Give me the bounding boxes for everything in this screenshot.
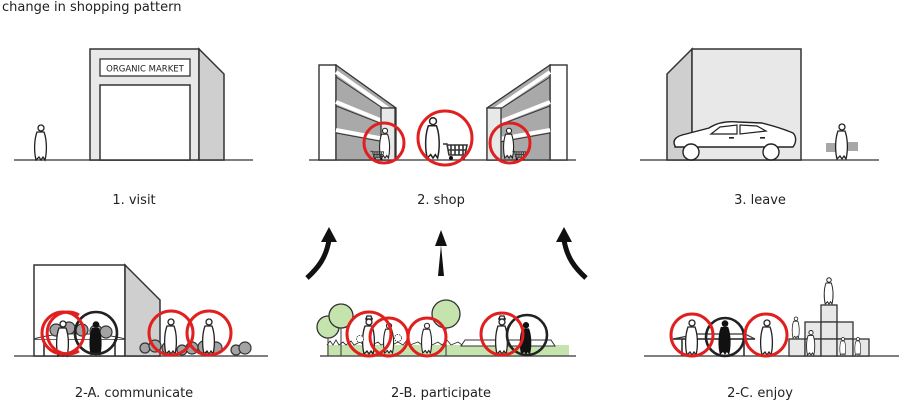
- vendor-circle: [73, 310, 119, 356]
- building-side: [198, 47, 225, 161]
- person-figure: [759, 319, 774, 356]
- highlight-circle: [743, 312, 789, 358]
- person-figure: [684, 319, 699, 356]
- highlight-circle: [147, 309, 195, 357]
- car-icon: [673, 120, 797, 161]
- arrows: [305, 227, 588, 280]
- arrow-curve-left-icon: [556, 227, 588, 280]
- caption-participate: 2-B. participate: [390, 386, 492, 401]
- neutral-circle: [505, 313, 549, 357]
- highlight-circle: [406, 316, 448, 358]
- market-sign: [99, 58, 191, 77]
- panel-participate: [316, 299, 576, 358]
- market-entrance: [99, 84, 191, 161]
- shopping-bag-icon: [826, 143, 836, 152]
- highlight-circle: [362, 121, 406, 165]
- panel-leave: [640, 47, 879, 161]
- diagram-title: change in shopping pattern: [2, 0, 182, 15]
- panel-visit: ORGANIC MARKET: [14, 47, 253, 161]
- building-side: [124, 263, 161, 357]
- person-figure: [163, 318, 178, 355]
- panel-shop: [309, 63, 576, 167]
- panel-communicate: [14, 263, 268, 357]
- vendor-figure: [718, 320, 731, 355]
- shopper-figure: [424, 117, 440, 159]
- caption-leave: 3. leave: [734, 193, 786, 208]
- highlight-circle: [669, 312, 715, 358]
- arrow-up-icon: [435, 230, 447, 276]
- shelf-end-right: [549, 64, 568, 161]
- shopper-figure: [834, 123, 849, 160]
- caption-visit: 1. visit: [112, 193, 156, 208]
- panel-enjoy: [644, 277, 899, 358]
- caption-shop: 2. shop: [417, 193, 465, 208]
- caption-enjoy: 2-C. enjoy: [727, 386, 793, 401]
- highlight-circle: [40, 310, 86, 356]
- gardener-figure: [494, 318, 509, 355]
- highlight-circle: [416, 109, 474, 167]
- arrow-curve-right-icon: [305, 227, 337, 280]
- caption-communicate: 2-A. communicate: [74, 386, 194, 401]
- tree-icon: [431, 299, 461, 329]
- shopper-figure: [33, 124, 48, 161]
- highlight-circle: [185, 309, 233, 357]
- highlight-circle: [479, 311, 525, 357]
- child-figure: [791, 316, 800, 339]
- highlight-circle: [488, 121, 532, 165]
- shopping-bag-icon: [848, 142, 858, 151]
- highlight-circle: [345, 310, 393, 358]
- person-figure: [421, 322, 433, 354]
- stall-building: [33, 264, 126, 357]
- child-figure: [823, 277, 834, 305]
- person-figure: [201, 318, 216, 355]
- shelf-end-left: [318, 64, 337, 161]
- market-sign-text: ORGANIC MARKET: [106, 65, 184, 75]
- grass-area: [327, 345, 569, 356]
